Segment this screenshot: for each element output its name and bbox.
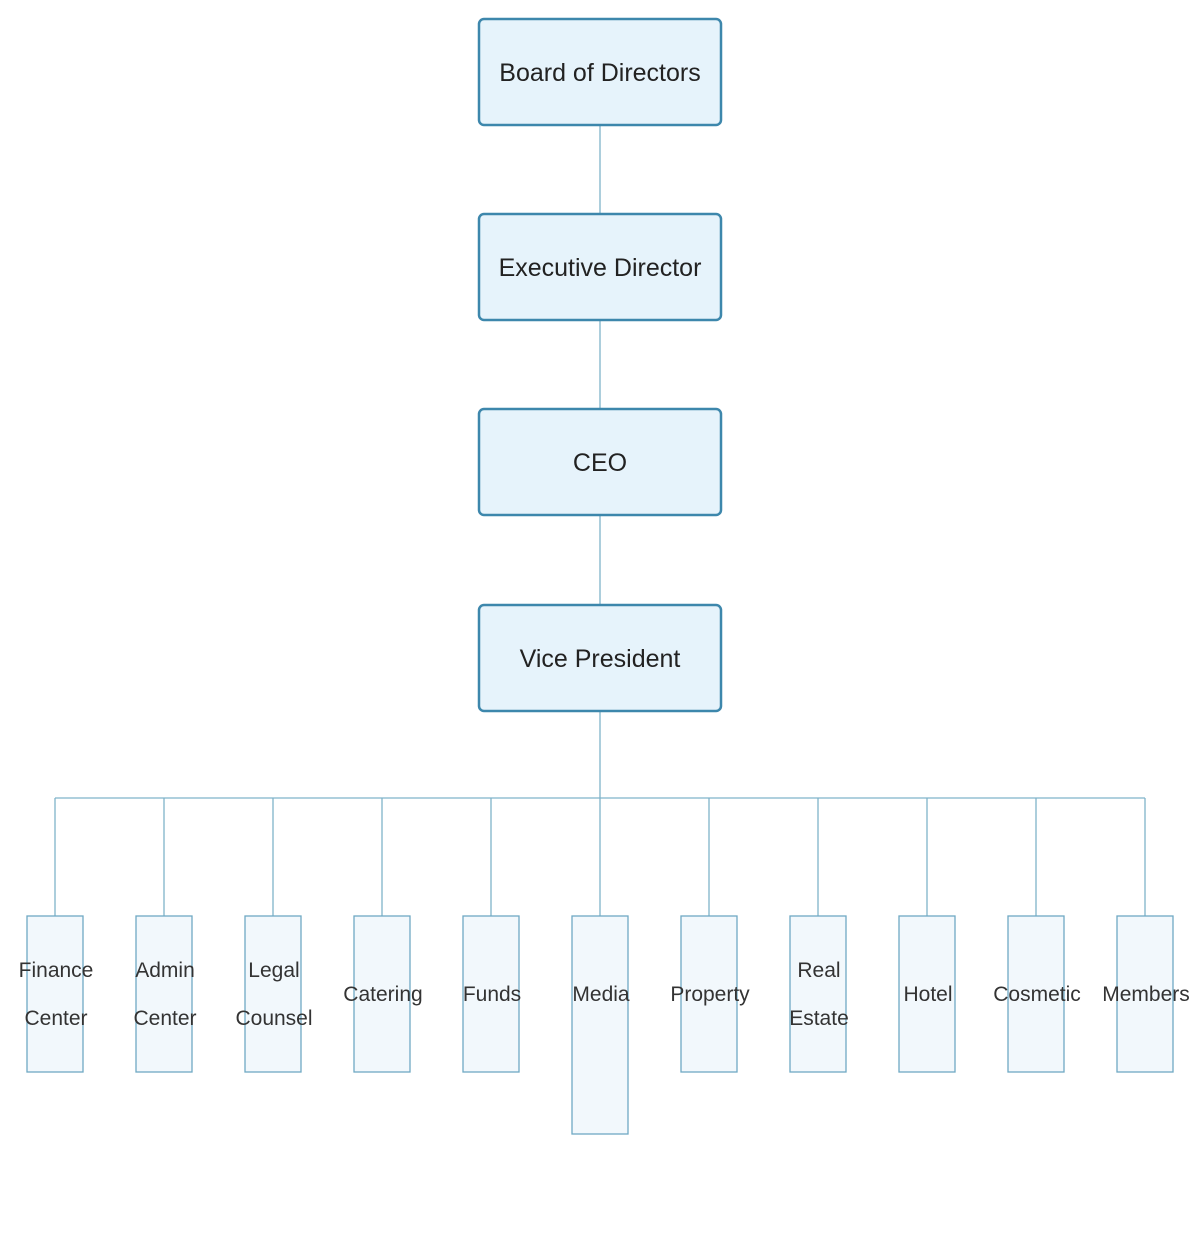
media-label-line-1: Media (572, 983, 630, 1006)
cosmetic-label-line-1: Cosmetic (993, 983, 1081, 1006)
catering-box: Catering (343, 915, 423, 1073)
admin-center-rect (135, 915, 193, 1073)
property-label-line-1: Property (670, 983, 750, 1006)
funds-box: Funds (462, 915, 521, 1073)
admin-center-label-line-1: Admin (135, 959, 195, 982)
funds-label-line-1: Funds (463, 983, 521, 1006)
board-of-directors-box: Board of Directors (477, 17, 723, 127)
ceo-label: CEO (573, 449, 627, 477)
legal-counsel-label-line-2: Counsel (235, 1007, 312, 1030)
connectors (54, 125, 1146, 916)
property-box: Property (670, 915, 750, 1073)
hotel-box: Hotel (898, 915, 956, 1073)
executive-director-label: Executive Director (499, 254, 702, 282)
board-of-directors-label: Board of Directors (499, 59, 700, 87)
property-rect (680, 915, 738, 1073)
real-estate-rect (789, 915, 847, 1073)
finance-center-rect (26, 915, 84, 1073)
members-label-line-1: Members (1102, 983, 1190, 1006)
cosmetic-box: Cosmetic (993, 915, 1081, 1073)
finance-center-label-line-1: Finance (19, 959, 94, 982)
media-rect (571, 915, 629, 1135)
admin-center-label-line-2: Center (133, 1007, 196, 1030)
finance-center-label-line-2: Center (24, 1007, 87, 1030)
catering-rect (353, 915, 411, 1073)
members-box: Members (1102, 915, 1190, 1073)
ceo-box: CEO (477, 407, 723, 517)
ceo-rect (477, 407, 723, 517)
legal-counsel-rect (244, 915, 302, 1073)
legal-counsel-label-line-1: Legal (248, 959, 299, 982)
hotel-label-line-1: Hotel (903, 983, 952, 1006)
cosmetic-rect (1007, 915, 1065, 1073)
executive-director-box: Executive Director (477, 212, 723, 322)
executive-director-rect (477, 212, 723, 322)
media-box: Media (571, 915, 630, 1135)
members-rect (1116, 915, 1174, 1073)
catering-label-line-1: Catering (343, 983, 422, 1006)
real-estate-label-line-1: Real (797, 959, 840, 982)
real-estate-label-line-2: Estate (789, 1007, 849, 1030)
hotel-rect (898, 915, 956, 1073)
vice-president-rect (477, 603, 723, 713)
vice-president-label: Vice President (520, 645, 681, 673)
funds-rect (462, 915, 520, 1073)
board-of-directors-rect (477, 17, 723, 127)
vice-president-box: Vice President (477, 603, 723, 713)
departments: FinanceCenterAdminCenterLegalCounselCate… (19, 915, 1190, 1135)
